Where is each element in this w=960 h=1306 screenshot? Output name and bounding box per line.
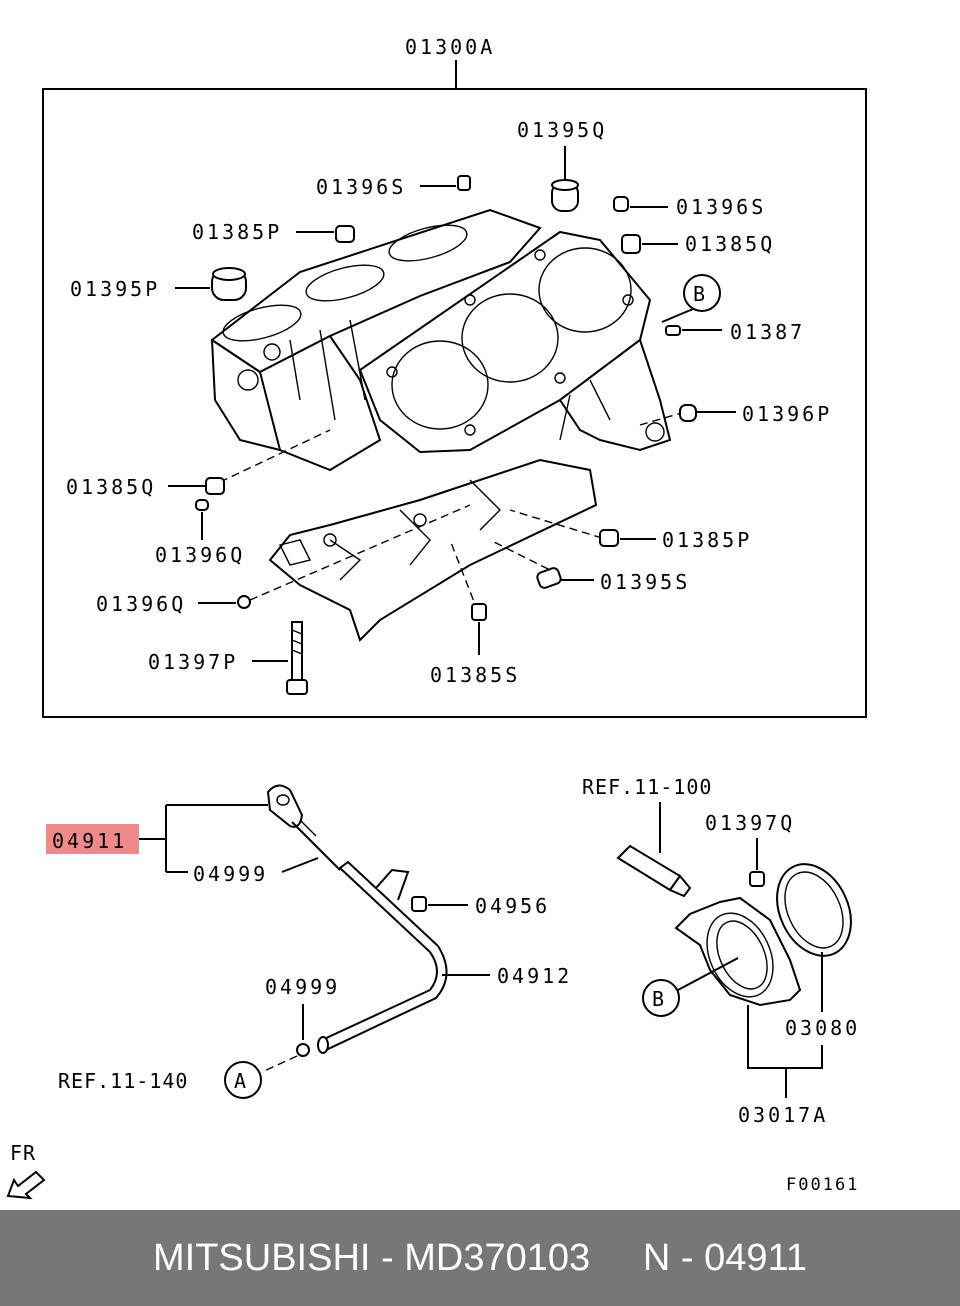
label-01385Q-right: 01385Q [685, 232, 775, 256]
callout-b-top: B [661, 274, 721, 323]
label-ref-11-140: REF.11-140 [58, 1069, 188, 1093]
plug-01385P-right [599, 529, 619, 547]
dipstick-04999 [266, 784, 341, 871]
label-03080: 03080 [785, 1016, 860, 1040]
label-04911: 04911 [52, 829, 127, 853]
label-01385P-right: 01385P [662, 528, 752, 552]
parts-diagram: 01300A [6, 35, 867, 1200]
pin-01396Q-upper [195, 499, 209, 511]
callout-a: A [224, 1061, 262, 1099]
front-arrow-icon [6, 1170, 46, 1200]
label-fr: FR [10, 1141, 36, 1165]
seal-case-03017A [674, 896, 802, 1007]
part-number-footer: MITSUBISHI - MD370103 N - 04911 [0, 1210, 960, 1306]
label-01396Q-upper: 01396Q [155, 543, 245, 567]
label-04956: 04956 [475, 894, 550, 918]
label-01385P-left: 01385P [192, 220, 282, 244]
pin-01396Q-lower [237, 595, 251, 609]
oil-seal-03080 [776, 863, 852, 957]
label-01395Q: 01395Q [517, 118, 607, 142]
pin-01396P [679, 404, 697, 422]
sealant-tube [616, 844, 692, 898]
footer-text: MITSUBISHI - MD370103 N - 04911 [153, 1236, 807, 1279]
plug-01385P-left [335, 225, 355, 243]
plug-01385Q-right [621, 234, 641, 254]
label-ref-11-100: REF.11-100 [582, 775, 712, 799]
pin-01387 [665, 325, 681, 336]
part-number-highlight [46, 824, 139, 854]
guide-tube-04912 [317, 860, 448, 1054]
label-01387: 01387 [730, 320, 805, 344]
svg-text:B: B [652, 987, 664, 1011]
cup-plug-01395Q [551, 179, 579, 212]
plug-01385Q-left [205, 477, 225, 495]
callout-b-bottom: B [642, 957, 739, 1017]
label-01397Q: 01397Q [705, 811, 795, 835]
label-01396S-left: 01396S [316, 175, 406, 199]
label-01300A: 01300A [405, 35, 495, 59]
label-01385Q-left: 01385Q [66, 475, 156, 499]
cylinder-block-illustration [210, 208, 686, 642]
svg-text:A: A [234, 1069, 246, 1093]
bolt-01397P [286, 621, 308, 695]
figure-code: F00161 [786, 1175, 859, 1195]
cup-plug-01395P [211, 267, 247, 301]
bolt-04956 [411, 896, 427, 912]
label-01396Q-lower: 01396Q [96, 592, 186, 616]
label-01395S: 01395S [600, 570, 690, 594]
label-04999-top: 04999 [193, 862, 268, 886]
sleeve-01395S [536, 567, 562, 589]
pin-01396S-left [457, 175, 471, 191]
bolt-01397Q [749, 871, 765, 887]
svg-text:B: B [693, 282, 705, 306]
label-04912: 04912 [497, 964, 572, 988]
plug-01385S [471, 603, 487, 621]
oring-04999 [296, 1043, 310, 1057]
label-01395P: 01395P [70, 277, 160, 301]
label-01396S-right: 01396S [676, 195, 766, 219]
label-01385S: 01385S [430, 663, 520, 687]
label-01396P: 01396P [742, 402, 832, 426]
pin-01396S-right [613, 196, 629, 212]
label-04999-bottom: 04999 [265, 975, 340, 999]
assembly-frame [42, 88, 867, 718]
label-01397P: 01397P [148, 650, 238, 674]
label-03017A: 03017A [738, 1103, 828, 1127]
